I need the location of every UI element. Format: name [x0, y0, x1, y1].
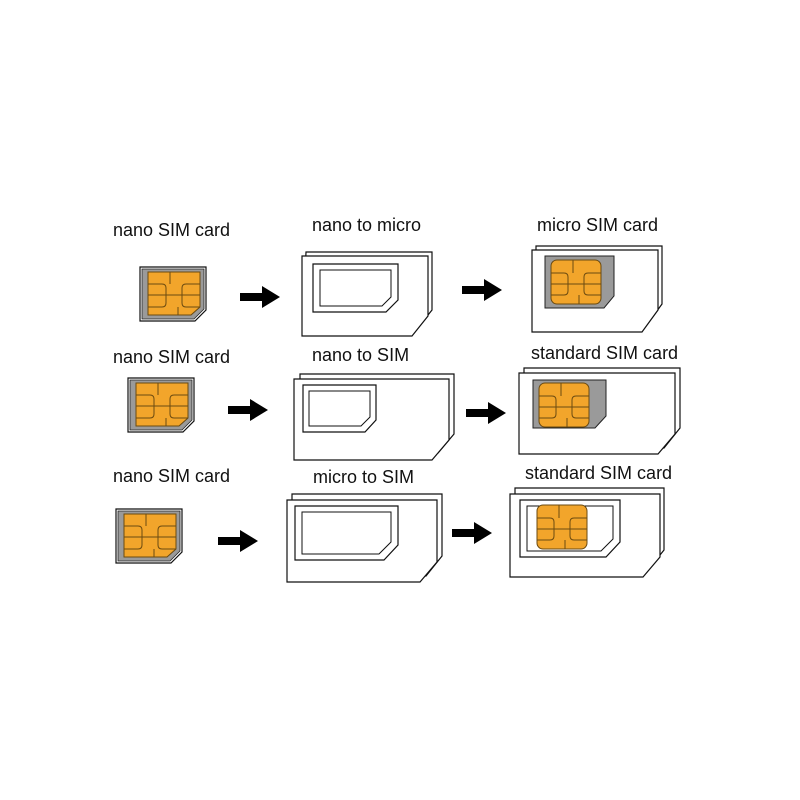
row1-arrow-2-icon [462, 279, 502, 301]
row1-source-label: nano SIM card [113, 220, 231, 240]
row3-result-label: standard SIM card [525, 463, 673, 483]
row2-result-card [518, 367, 681, 455]
row3-result-card [509, 487, 665, 578]
row2-adapter-label: nano to SIM [312, 345, 410, 365]
row1-arrow-1-icon [240, 286, 280, 308]
row1-result-label: micro SIM card [537, 215, 659, 235]
row3-arrow-2-icon [452, 522, 492, 544]
row2-adapter-card [293, 373, 455, 461]
row3-adapter-card [286, 493, 443, 583]
row1-adapter-label: nano to micro [312, 215, 422, 235]
row2-arrow-1-icon [228, 399, 268, 421]
row1-nano-card [139, 266, 207, 322]
row2-result-label: standard SIM card [531, 343, 679, 363]
row3-nano-card [115, 508, 183, 564]
row3-source-label: nano SIM card [113, 466, 231, 486]
row2-arrow-2-icon [466, 402, 506, 424]
row1-adapter-card [301, 251, 433, 337]
row2-source-label: nano SIM card [113, 347, 231, 367]
row2-nano-card [127, 377, 195, 433]
row3-adapter-label: micro to SIM [313, 467, 415, 487]
row3-arrow-1-icon [218, 530, 258, 552]
row1-result-card [531, 245, 663, 333]
